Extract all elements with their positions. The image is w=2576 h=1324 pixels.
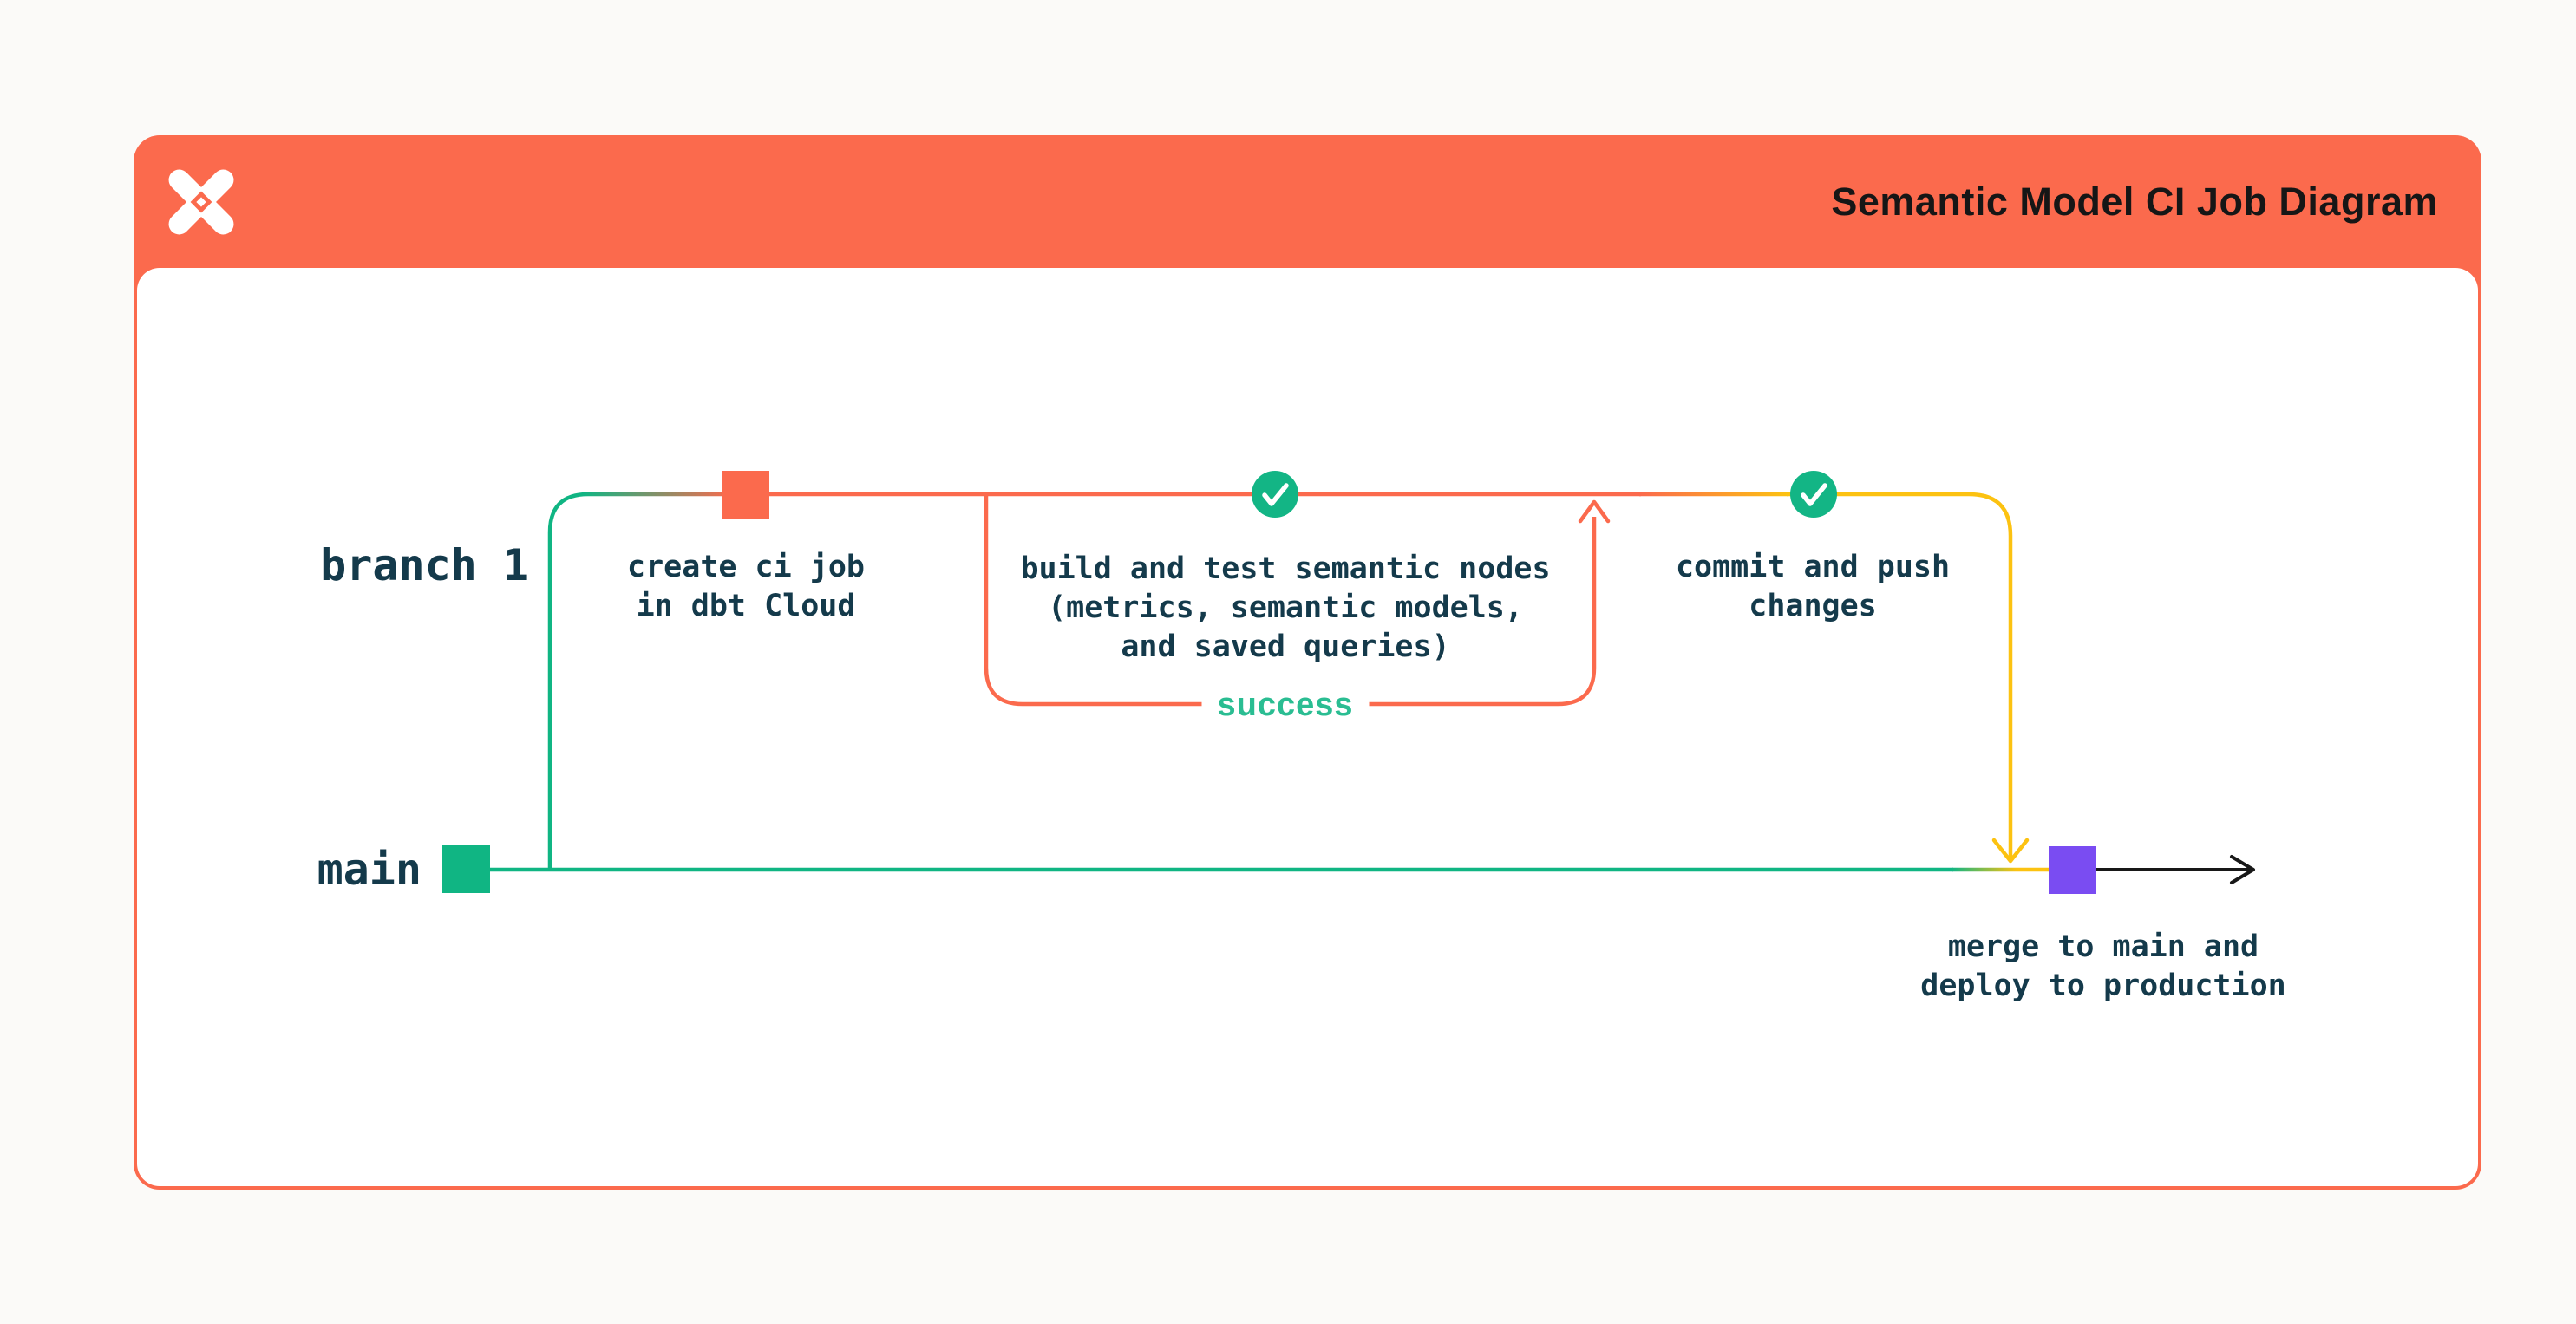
caption-line: create ci job — [627, 550, 865, 584]
success-arrowhead-up — [1578, 499, 1611, 524]
check-icon — [1262, 483, 1289, 506]
merge-deploy-caption: merge to main and deploy to production — [1920, 928, 2285, 1006]
merge-commit-square — [2049, 846, 2096, 894]
main-label: main — [317, 845, 422, 895]
check-circle-icon — [1252, 471, 1298, 518]
caption-line: changes — [1749, 589, 1877, 623]
dbt-logo-icon — [168, 169, 234, 234]
merge-arrowhead-down — [1991, 838, 2030, 864]
page-title: Semantic Model CI Job Diagram — [1831, 179, 2438, 224]
main-commit-square — [442, 845, 490, 893]
caption-line: (metrics, semantic models, — [1048, 590, 1523, 625]
success-loop-label: success — [1201, 682, 1370, 728]
caption-line: in dbt Cloud — [636, 589, 856, 623]
check-circle-icon — [1790, 471, 1837, 518]
check-icon — [1801, 483, 1827, 506]
card-header: Semantic Model CI Job Diagram — [134, 135, 2481, 268]
branch1-line-start — [547, 492, 748, 870]
branch1-label: branch 1 — [320, 540, 529, 590]
branch1-merge-line-yellow — [1787, 492, 2013, 858]
caption-line: deploy to production — [1920, 969, 2286, 1003]
caption-line: and saved queries) — [1121, 629, 1450, 664]
create-ci-commit-square — [722, 471, 769, 519]
commit-push-caption: commit and push changes — [1676, 548, 1950, 626]
main-arrowhead-right — [2230, 855, 2255, 884]
caption-line: build and test semantic nodes — [1020, 551, 1551, 586]
caption-line: merge to main and — [1947, 929, 2259, 964]
caption-line: commit and push — [1675, 550, 1951, 584]
create-ci-job-caption: create ci job in dbt Cloud — [627, 548, 865, 626]
build-test-caption: build and test semantic nodes (metrics, … — [1020, 550, 1550, 667]
